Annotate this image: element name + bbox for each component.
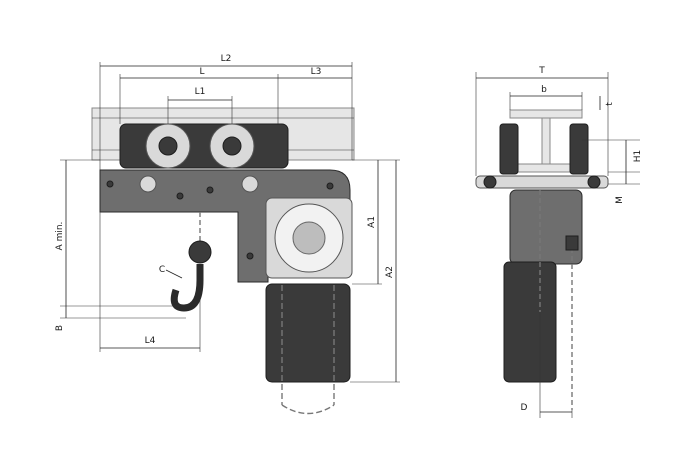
label-D: D (521, 403, 528, 413)
label-L3: L3 (311, 67, 322, 77)
label-C: C (159, 265, 165, 275)
hook-block (188, 240, 212, 264)
label-M: M (615, 196, 625, 204)
front-view-dimensions: T b t H1 M D (475, 66, 643, 418)
label-H1: H1 (633, 150, 643, 163)
label-L2: L2 (221, 54, 232, 64)
trolley-frame (119, 123, 289, 169)
label-L1: L1 (195, 87, 206, 97)
trolley-axle (475, 175, 609, 189)
i-beam-web (541, 117, 551, 169)
label-B: B (55, 325, 65, 331)
load-hook (170, 264, 204, 312)
front-view (475, 109, 609, 410)
chain-housing (265, 283, 351, 383)
label-A1: A1 (367, 216, 377, 228)
hoist-upper-body (509, 189, 583, 265)
i-beam-top-flange (509, 109, 583, 119)
trolley-plate-right (569, 123, 589, 175)
label-t: t (605, 102, 615, 106)
label-A2: A2 (385, 266, 395, 278)
side-view (91, 107, 355, 415)
label-A-min: A min. (55, 222, 65, 251)
hoist-lower-body (503, 261, 557, 383)
hand-chain (281, 285, 335, 415)
label-L: L (199, 67, 204, 77)
label-T: T (538, 66, 545, 76)
side-view-dimensions: L2 L L3 L1 A min. B L4 C (55, 54, 400, 383)
trolley-plate-left (499, 123, 519, 175)
hand-wheel-hub (292, 221, 326, 255)
label-L4: L4 (145, 336, 156, 346)
label-b: b (541, 85, 547, 95)
